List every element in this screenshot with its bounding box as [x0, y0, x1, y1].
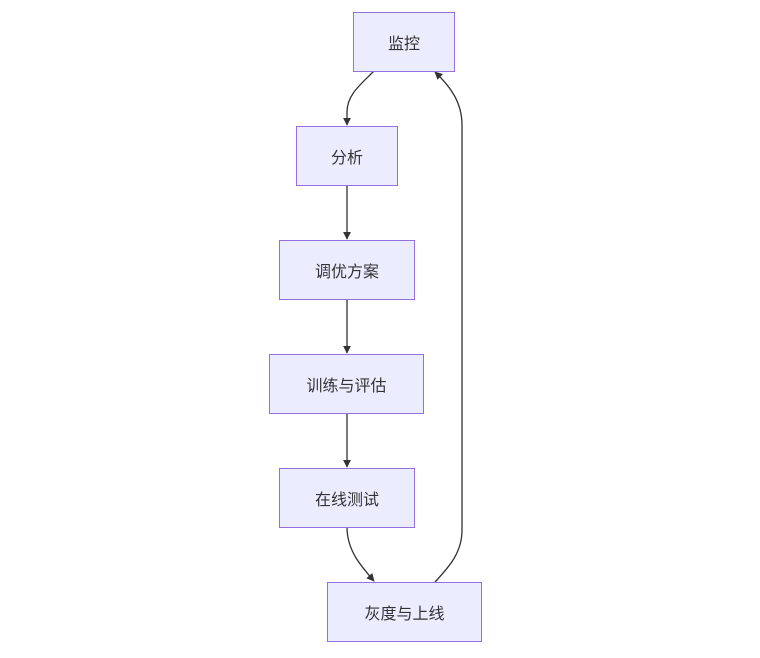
edge-monitor-to-analyze	[343, 70, 375, 126]
node-label: 训练与评估	[306, 376, 387, 395]
edge-online-test-to-gray-release	[346, 526, 375, 582]
node-monitor[interactable]: 监控	[353, 12, 455, 72]
node-label: 灰度与上线	[364, 604, 445, 623]
node-train-eval[interactable]: 训练与评估	[269, 354, 424, 414]
node-analyze[interactable]: 分析	[296, 126, 398, 186]
node-label: 在线测试	[314, 490, 379, 509]
node-label: 监控	[387, 34, 420, 53]
node-label: 调优方案	[314, 262, 379, 281]
edge-gray-release-to-monitor	[434, 71, 463, 583]
node-tuning-plan[interactable]: 调优方案	[279, 240, 415, 300]
node-gray-release[interactable]: 灰度与上线	[327, 582, 482, 642]
node-label: 分析	[330, 148, 363, 167]
node-online-test[interactable]: 在线测试	[279, 468, 415, 528]
